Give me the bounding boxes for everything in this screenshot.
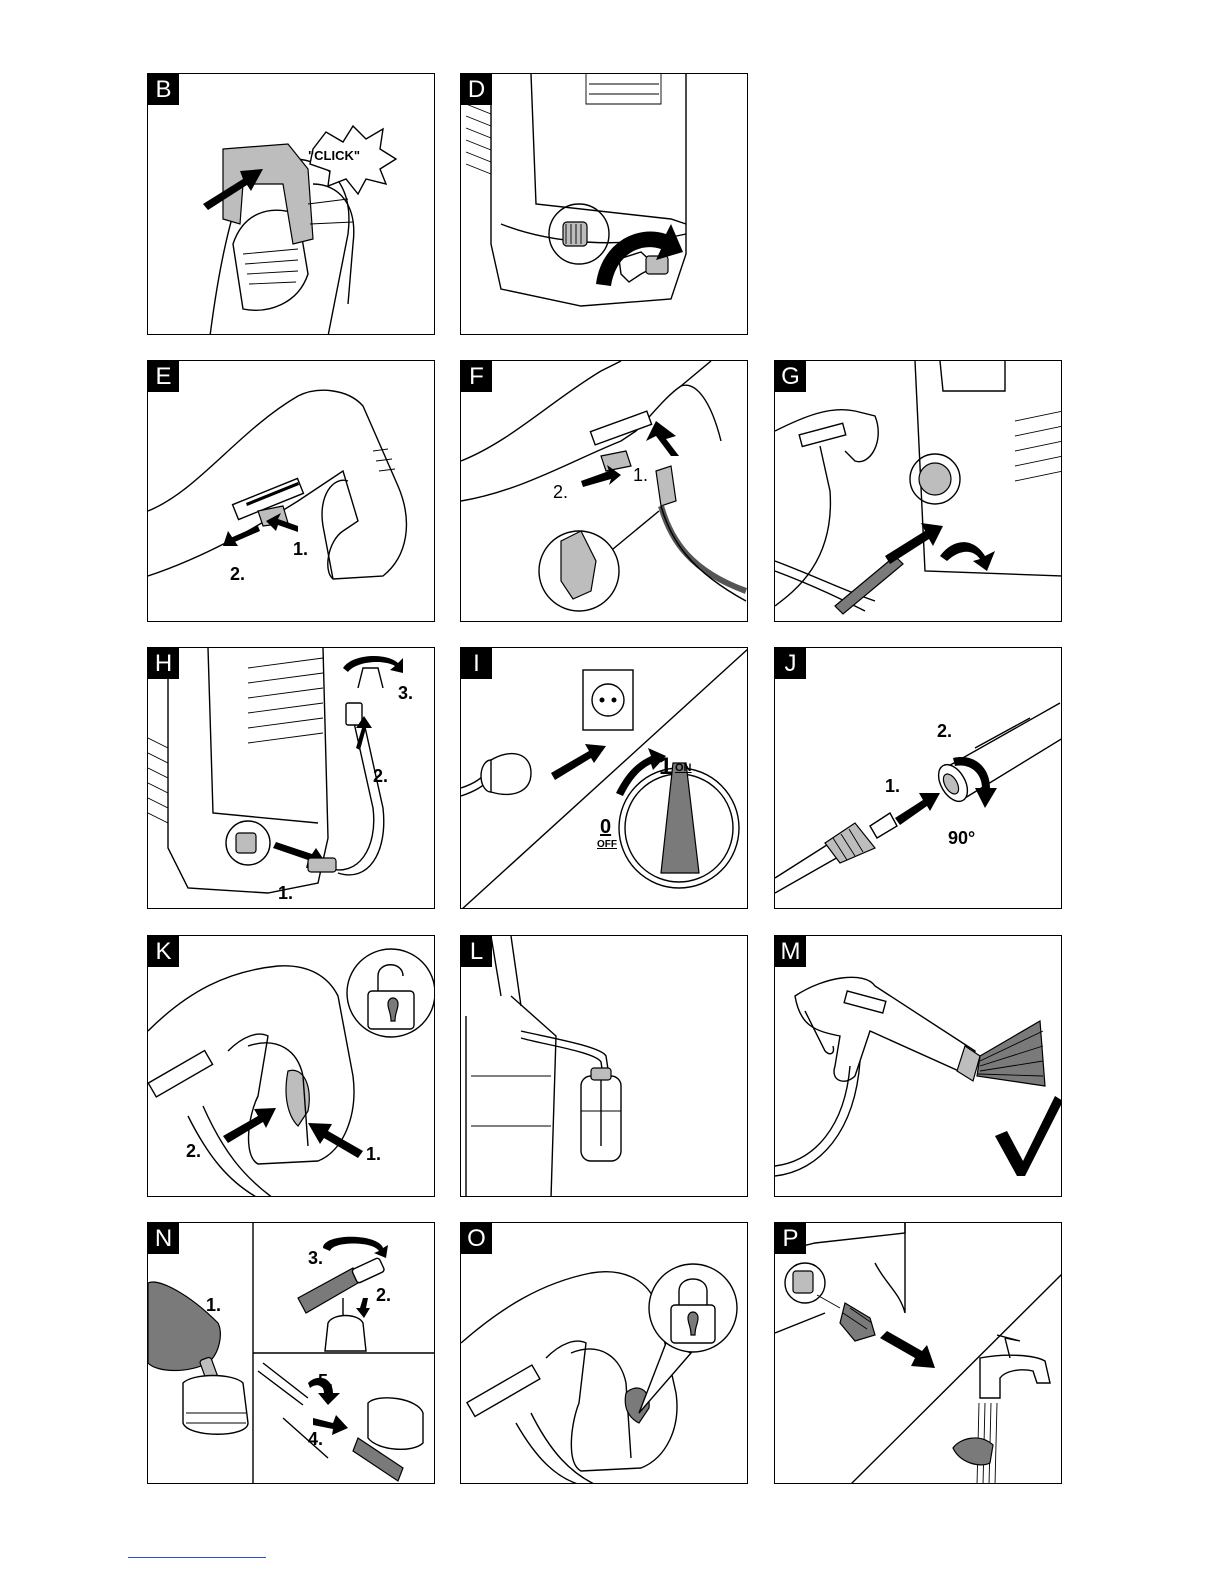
step-1-label: 1. [885, 776, 900, 797]
click-label: "CLICK" [308, 148, 360, 163]
panel-e: E 1. 2. [147, 360, 435, 622]
on-text-label: ON [675, 762, 692, 774]
spray-illustration [775, 936, 1062, 1197]
panel-j: J 1. 2. 90° [774, 647, 1062, 909]
panel-b: B "CLICK" [147, 73, 435, 335]
step-5-label: 5. [318, 1371, 333, 1392]
step-3-label: 3. [308, 1248, 323, 1269]
panel-i: I 1 ON 0 OFF [460, 647, 748, 909]
step-2-label: 2. [937, 721, 952, 742]
step-2-label: 2. [376, 1285, 391, 1306]
panel-letter: H [148, 648, 179, 679]
angle-label: 90° [948, 828, 975, 849]
panel-letter: J [775, 648, 806, 679]
power-plug-illustration [461, 648, 748, 909]
on-number-label: 1 [659, 753, 672, 781]
panel-d: D [460, 73, 748, 335]
off-number-label: 0 [600, 816, 611, 839]
step-1-label: 1. [633, 465, 648, 486]
panel-letter: E [148, 361, 179, 392]
step-3-label: 3. [398, 683, 413, 704]
trigger-lock-illustration [461, 1223, 748, 1484]
panel-letter: P [775, 1223, 806, 1254]
inlet-connector-illustration [461, 74, 748, 335]
panel-f: F 1. 2. [460, 360, 748, 622]
detergent-hose-illustration [461, 936, 748, 1197]
panel-letter: O [461, 1223, 492, 1254]
step-2-label: 2. [553, 482, 568, 503]
panel-k: K 1. 2. [147, 935, 435, 1197]
panel-o: O [460, 1222, 748, 1484]
panel-letter: M [775, 936, 806, 967]
lance-connect-illustration [775, 648, 1062, 909]
hose-insert-illustration [461, 361, 748, 622]
step-4-label: 4. [308, 1429, 323, 1450]
panel-letter: L [461, 936, 492, 967]
panel-letter: I [461, 648, 492, 679]
water-supply-illustration [148, 648, 435, 909]
panel-p: P [774, 1222, 1062, 1484]
gun-release-illustration [148, 361, 435, 622]
step-2-label: 2. [186, 1141, 201, 1162]
panel-l: L [460, 935, 748, 1197]
filter-clean-illustration [775, 1223, 1062, 1484]
handle-attach-illustration [148, 74, 435, 335]
panel-g: G [774, 360, 1062, 622]
panel-n: N 1. 2. 3. 4. 5. [147, 1222, 435, 1484]
detergent-fill-illustration [148, 1223, 435, 1484]
step-1-label: 1. [293, 539, 308, 560]
panel-letter: N [148, 1223, 179, 1254]
step-2-label: 2. [230, 564, 245, 585]
step-1-label: 1. [366, 1144, 381, 1165]
hose-outlet-illustration [775, 361, 1062, 622]
panel-letter: G [775, 361, 806, 392]
step-1-label: 1. [278, 883, 293, 904]
panel-letter: F [461, 361, 492, 392]
footer-rule [128, 1557, 266, 1558]
off-text-label: OFF [597, 839, 617, 850]
panel-h: H 1. 2. 3. [147, 647, 435, 909]
step-1-label: 1. [206, 1295, 221, 1316]
panel-m: M [774, 935, 1062, 1197]
panel-letter: D [461, 74, 492, 105]
panel-letter: B [148, 74, 179, 105]
panel-letter: K [148, 936, 179, 967]
step-2-label: 2. [373, 766, 388, 787]
